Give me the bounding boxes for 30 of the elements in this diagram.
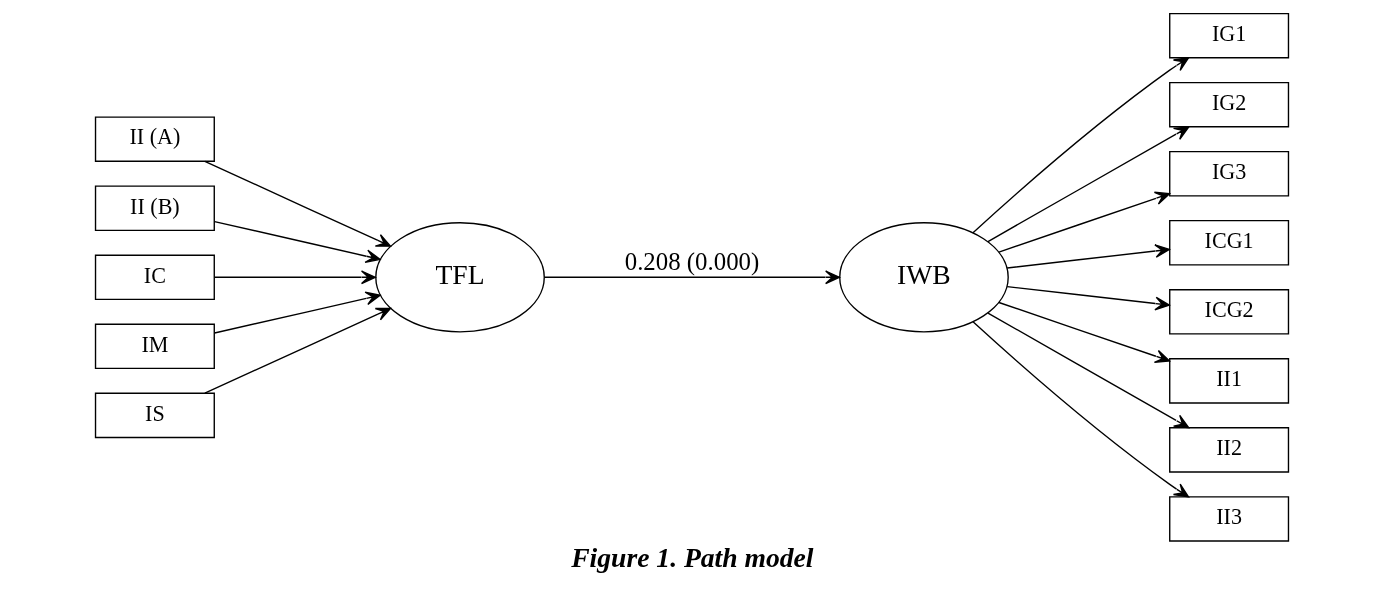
arrow: [1006, 285, 1170, 311]
node-box: II2: [1169, 427, 1290, 473]
arrow: [204, 307, 392, 394]
arrow: [972, 57, 1190, 234]
node-box: IG3: [1169, 150, 1290, 197]
arrow: [998, 301, 1171, 363]
caption: Figure 1. Path model: [571, 542, 814, 574]
node-box: IM: [94, 323, 215, 370]
node-box: IS: [94, 392, 215, 439]
arrow: [213, 220, 381, 263]
node-box: II3: [1169, 496, 1290, 542]
node-ellipse: IWB: [839, 222, 1009, 333]
arrow: [543, 270, 841, 285]
arrow: [213, 270, 377, 285]
arrow: [987, 312, 1190, 429]
node-box: II1: [1169, 358, 1290, 404]
node-box: ICG1: [1169, 220, 1290, 266]
node-box: ICG2: [1169, 289, 1290, 335]
node-box: IG2: [1169, 81, 1290, 128]
arrow: [204, 160, 392, 247]
arrow: [1006, 244, 1170, 269]
node-box: IC: [94, 254, 215, 301]
node-box: II (A): [94, 116, 215, 162]
node-box: II (B): [94, 185, 215, 232]
arrow: [972, 321, 1190, 498]
arrow: [987, 126, 1190, 243]
arrow: [213, 291, 381, 334]
edge-label: 0.208 (0.000): [624, 247, 760, 275]
node-box: IG1: [1169, 12, 1290, 59]
arrow: [998, 191, 1171, 253]
